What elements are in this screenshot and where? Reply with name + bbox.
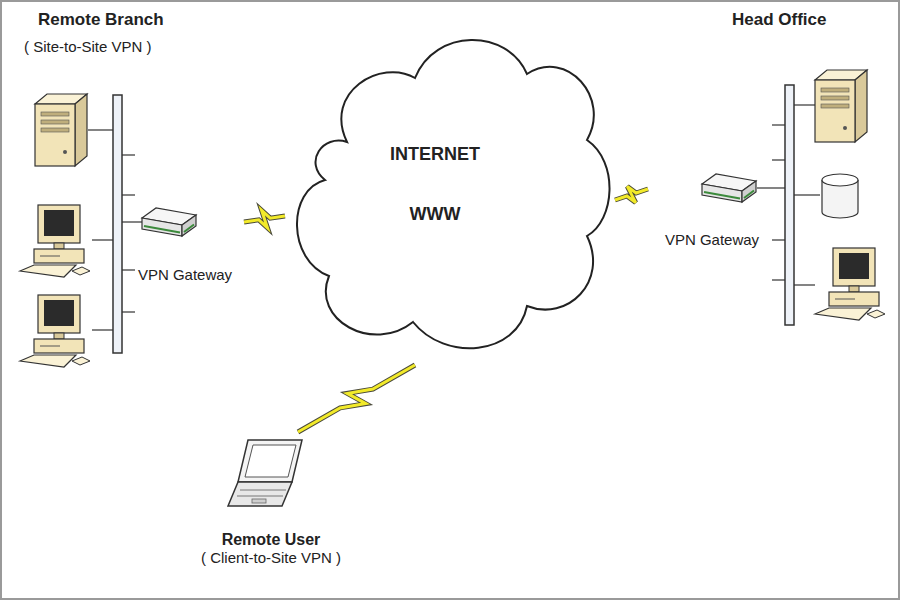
drawing-part: [772, 239, 785, 240]
drawing-part: [20, 205, 90, 277]
drawing-part: [794, 284, 815, 285]
drawing-part: [122, 194, 135, 195]
drawing-part: [228, 482, 292, 506]
laptop-icon: [226, 436, 310, 510]
device-label: VPN Gateway: [130, 266, 240, 284]
link-bolt: [615, 186, 648, 202]
drawing-part: [757, 105, 820, 285]
drawing-part: [92, 329, 113, 330]
drawing-part: [772, 159, 785, 160]
drawing-part: [704, 192, 740, 199]
drawing-part: [122, 311, 135, 312]
link-outline: [298, 365, 415, 432]
drawing-part: [237, 496, 283, 497]
drawing-part: [245, 445, 296, 477]
drawing-part: [252, 499, 266, 503]
drawing-part: [35, 94, 87, 166]
device-label: Remote User: [184, 530, 358, 549]
drawing-part: [184, 225, 194, 233]
link-bolt: [298, 365, 415, 432]
drawing-part: [113, 95, 122, 353]
device-label: ( Client-to-Site VPN ): [184, 549, 358, 567]
gateway-icon: [140, 204, 198, 240]
icon-holder: [226, 436, 310, 514]
cloud-label: INTERNET: [285, 144, 585, 166]
drawing-part: [744, 191, 754, 199]
drawing-part: [702, 184, 742, 202]
heading-label: Head Office: [732, 10, 826, 30]
link-bolt: [244, 210, 285, 227]
lightning-link: [298, 365, 415, 432]
device-label: VPN Gateway: [652, 231, 772, 249]
drawing-part: [88, 129, 113, 130]
gateway-icon: [700, 170, 758, 206]
drawing-part: [822, 174, 858, 186]
device-node: VPN Gateway: [648, 165, 776, 249]
drawing-part: [297, 40, 610, 348]
lightning-link: [244, 210, 285, 227]
heading-label: ( Site-to-Site VPN ): [24, 38, 152, 56]
drawing-part: [144, 226, 180, 233]
drawing-part: [742, 181, 756, 202]
drawing-part: [822, 174, 858, 218]
drawing-part: [815, 70, 867, 142]
drawing-part: [815, 248, 885, 320]
drawing-part: [794, 194, 820, 195]
cloud-shape: [285, 20, 615, 365]
drawing-part: [182, 215, 196, 236]
drawing-part: [785, 85, 794, 325]
drawing-part: [92, 239, 113, 240]
link-outline: [615, 186, 648, 202]
drawing-part: [122, 154, 135, 155]
device-node: Remote User( Client-to-Site VPN ): [180, 432, 362, 567]
icon-holder: [140, 204, 198, 244]
drawing-part: [240, 490, 286, 491]
drawing-part: [772, 279, 785, 280]
device-node: VPN Gateway: [126, 200, 244, 284]
link-outline: [244, 210, 285, 227]
drawing-part: [772, 124, 785, 125]
drawing-part: [122, 221, 142, 222]
drawing-part: [794, 104, 815, 105]
drawing-part: [122, 269, 135, 270]
drawing-part: [238, 440, 302, 482]
cloud-node: INTERNET WWW: [285, 20, 615, 365]
drawing-part: [142, 218, 182, 236]
lightning-link: [615, 186, 648, 202]
drawing-part: [20, 295, 90, 367]
drawing-part: [757, 187, 785, 188]
icon-holder: [700, 170, 758, 210]
cloud-label: WWW: [285, 204, 585, 226]
heading-label: Remote Branch: [38, 10, 164, 30]
drawing-part: [88, 130, 142, 330]
